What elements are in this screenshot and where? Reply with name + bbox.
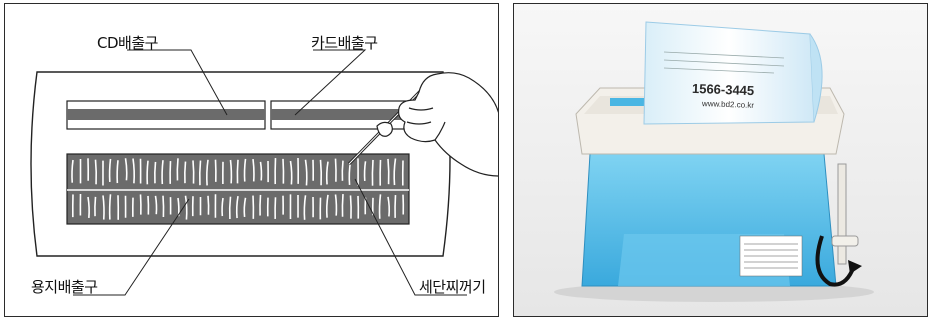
shred-strip — [349, 195, 352, 219]
hand-with-tool-illustration — [347, 72, 498, 177]
card-outlet-label: 카드배출구 — [311, 34, 378, 52]
shred-strip — [102, 195, 105, 220]
shred-strip — [87, 196, 90, 219]
shred-strip — [162, 195, 165, 218]
shred-strip — [221, 197, 224, 217]
paper-outlet-label: 용지배출구 — [31, 278, 98, 296]
shred-strip — [153, 161, 157, 184]
card-outlet-leader — [294, 49, 367, 116]
shred-strip — [303, 195, 307, 220]
shred-strip — [243, 197, 247, 217]
shred-strip — [183, 161, 187, 184]
shred-strip — [146, 160, 149, 185]
shred-strip — [304, 159, 308, 186]
shred-remover-label: 세단찌꺼기 — [419, 278, 486, 296]
shred-strip — [71, 159, 74, 183]
shred-strip — [363, 161, 367, 181]
paper-outlet-leader — [73, 198, 190, 296]
shred-strip — [108, 194, 112, 220]
shred-strip — [161, 160, 164, 185]
shred-strip — [259, 161, 263, 181]
shred-strip — [371, 159, 374, 186]
shred-strip — [325, 161, 329, 185]
shred-strip — [289, 160, 293, 185]
shadow — [554, 282, 874, 302]
shred-strip — [154, 195, 158, 215]
shred-strip — [229, 159, 233, 184]
cd-outlet-leader — [127, 49, 228, 116]
shred-strip — [378, 194, 382, 219]
shred-strip — [108, 158, 112, 183]
shred-strip — [334, 194, 338, 216]
shred-strip — [116, 160, 119, 184]
shred-strip — [235, 195, 239, 219]
shredder-photo — [514, 4, 927, 316]
paper-website-text: www.bd2.co.kr — [701, 99, 755, 110]
shred-remover-leader — [354, 178, 467, 296]
crank-handle-icon — [831, 163, 859, 265]
shred-strip — [192, 160, 195, 184]
shred-strip — [205, 159, 209, 186]
shred-strip — [176, 158, 179, 181]
shred-strip — [387, 196, 391, 217]
shred-strip — [334, 158, 337, 182]
rotation-arrow-icon — [815, 235, 856, 287]
shred-strip — [228, 196, 232, 220]
shred-strip — [198, 160, 202, 186]
shredder-diagram — [30, 49, 498, 296]
cd-outlet-label: CD배출구 — [97, 34, 158, 52]
shred-strip — [387, 158, 390, 185]
shred-strip — [207, 195, 210, 215]
shred-strip — [243, 158, 247, 182]
shred-strip — [184, 195, 188, 220]
shred-strip — [132, 158, 136, 184]
paper-strips — [71, 158, 405, 220]
paper-slot — [66, 153, 410, 225]
shred-strip — [393, 158, 397, 186]
shred-strip — [319, 159, 323, 186]
shred-strip — [177, 197, 180, 217]
shred-strip — [341, 160, 344, 181]
diagram-panel: CD배출구 카드배출구 용지배출구 세단찌꺼기 — [4, 3, 499, 317]
shred-strip — [94, 159, 98, 185]
product-photo-panel: 1566-3445 www.bd2.co.kr — [513, 3, 928, 317]
shred-strip — [252, 158, 255, 182]
shred-strip — [259, 194, 262, 216]
shred-strip — [325, 194, 329, 218]
cd-slot — [66, 100, 266, 130]
paper-phone-text: 1566-3445 — [691, 80, 755, 99]
shred-strip — [124, 158, 128, 181]
shred-strip — [236, 159, 239, 184]
shred-strip — [94, 196, 97, 217]
shred-strip — [341, 194, 344, 217]
